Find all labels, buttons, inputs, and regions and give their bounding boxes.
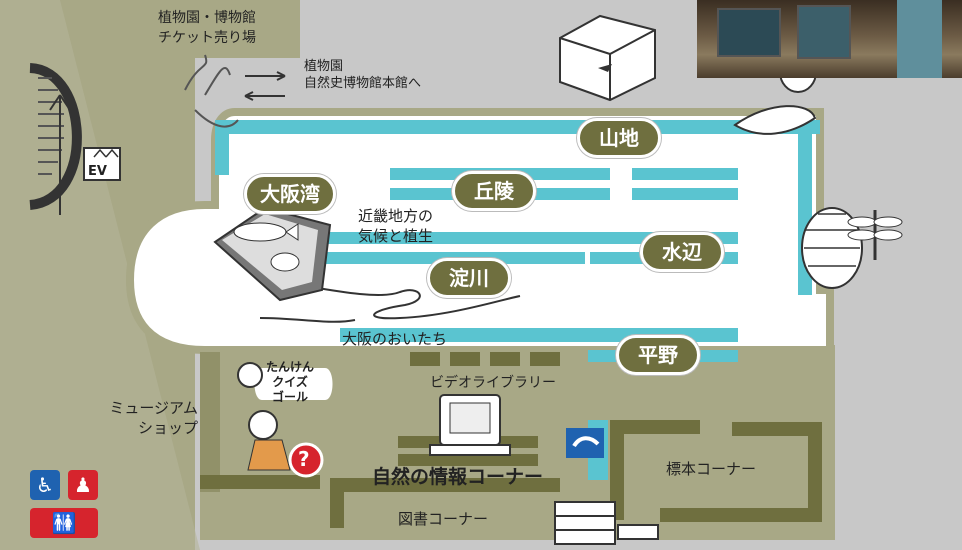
wall-specimen-right xyxy=(732,422,822,436)
zone-osaka-bay[interactable]: 大阪湾 xyxy=(244,174,336,214)
leaf-icon xyxy=(733,105,817,135)
wall-south-strip xyxy=(200,475,320,489)
restroom-icon: 🚻 xyxy=(30,508,98,538)
baby-care-icon: ♟ xyxy=(68,470,98,500)
wall-video-3 xyxy=(490,352,520,366)
arrow-left-icon xyxy=(244,91,285,101)
computer-icon xyxy=(429,394,511,456)
quiz-goal-label: たんけん クイズ ゴール xyxy=(266,360,315,404)
wall-video-2 xyxy=(450,352,480,366)
photo-window-1 xyxy=(717,8,781,57)
wall-specimen-bottom xyxy=(660,508,822,522)
museum-shop-label: ミュージアム ショップ xyxy=(109,399,198,437)
wheelchair-icon: ♿ xyxy=(30,470,60,500)
cyan-bar-left xyxy=(215,120,229,175)
quiz-bubble xyxy=(254,368,333,400)
wall-specimen xyxy=(610,420,624,520)
arrow-right-icon xyxy=(245,71,286,81)
museum-photo xyxy=(697,0,962,78)
fish-exhibit-icon xyxy=(213,206,332,302)
elevator-icon xyxy=(83,147,121,181)
wall-bottom-left xyxy=(330,478,344,528)
strip-4 xyxy=(632,188,738,200)
nature-info-label: 自然の情報コーナー xyxy=(372,466,544,488)
tree-root-illustration xyxy=(184,54,239,128)
river-branch xyxy=(259,317,356,323)
stair-arc xyxy=(29,63,82,215)
zone-plain[interactable]: 平野 xyxy=(616,335,700,375)
wall-video-4 xyxy=(530,352,560,366)
wall-specimen-top xyxy=(610,420,700,434)
guide-person-icon xyxy=(247,410,291,471)
quiz-person-icon xyxy=(237,362,263,388)
pinecone-icon xyxy=(801,207,863,289)
help-mark[interactable]: ? xyxy=(298,447,310,471)
elevator-label: EV xyxy=(88,164,107,179)
zone-hills[interactable]: 丘陵 xyxy=(452,171,536,211)
climate-label: 近畿地方の 気候と植生 xyxy=(358,207,434,245)
specimen-label: 標本コーナー xyxy=(666,460,757,478)
zone-waterside[interactable]: 水辺 xyxy=(640,232,724,272)
help-icon[interactable] xyxy=(288,442,324,478)
strip-5 xyxy=(310,232,738,244)
zone-mountain[interactable]: 山地 xyxy=(577,118,661,158)
osaka-origin-label: 大阪のおいたち xyxy=(342,330,448,348)
cyan-bar-top xyxy=(215,120,820,134)
dragonfly-icon xyxy=(847,210,903,260)
books-label: 図書コーナー xyxy=(398,510,489,528)
ticket-area xyxy=(80,0,300,58)
aquarium-icon xyxy=(559,14,656,102)
yodo-river-line xyxy=(299,284,521,320)
wall-info-2 xyxy=(398,454,538,466)
zone-yodogawa[interactable]: 淀川 xyxy=(427,258,511,298)
video-library-label: ビデオライブラリー xyxy=(430,375,556,391)
photo-window-2 xyxy=(797,5,851,59)
books-stack-icon xyxy=(554,501,659,545)
wall-specimen-rv xyxy=(808,422,822,522)
wall-video-1 xyxy=(410,352,440,366)
wall-left-vert xyxy=(200,352,220,492)
strip-3 xyxy=(632,168,738,180)
hand-icon xyxy=(566,428,604,458)
ticket-label: 植物園・博物館 チケット売り場 xyxy=(158,10,256,46)
wall-bottom xyxy=(330,478,560,492)
to-garden-label: 植物園 自然史博物館本館へ xyxy=(304,59,422,91)
photo-window-3 xyxy=(897,0,942,78)
